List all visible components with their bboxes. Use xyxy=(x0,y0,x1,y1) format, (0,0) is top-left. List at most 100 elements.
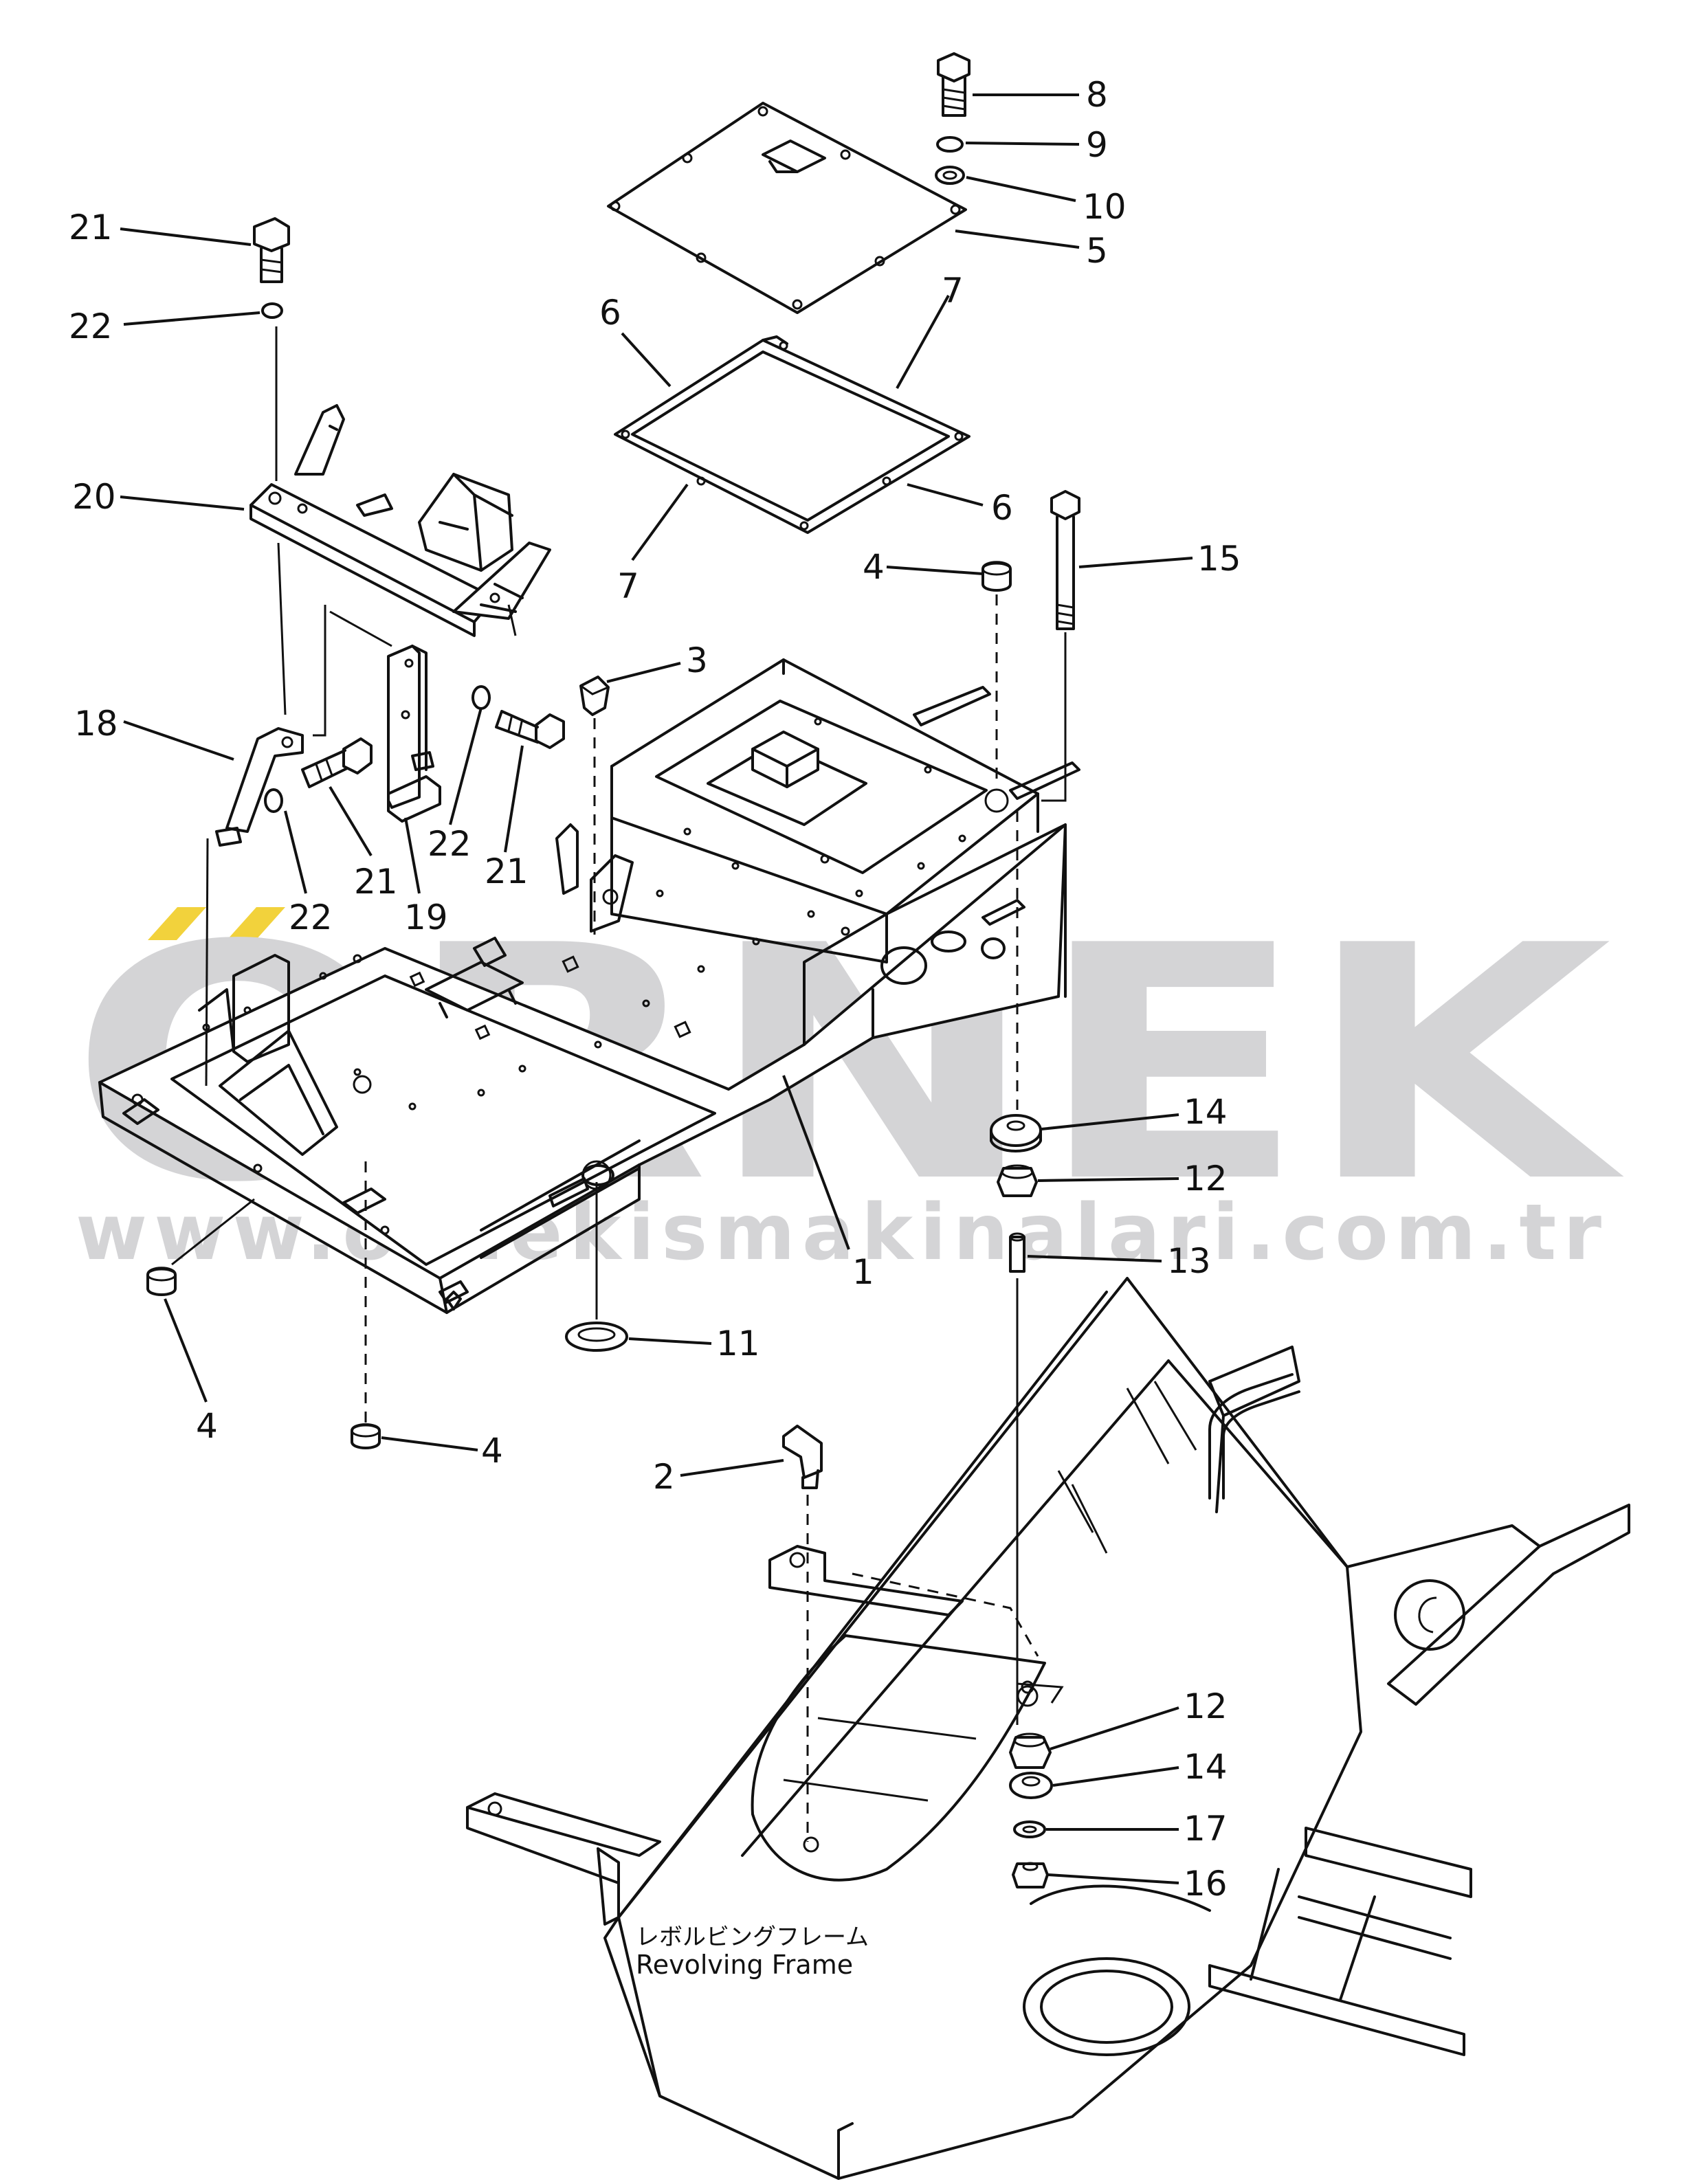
bracket-20-gusset xyxy=(452,542,551,620)
callout-2: 2 xyxy=(653,1457,675,1497)
frame-hanger-hole xyxy=(602,889,619,905)
gasket-holes xyxy=(621,341,964,531)
leader-lines xyxy=(120,93,1193,1884)
leader-9 xyxy=(965,142,1080,146)
washer-17 xyxy=(1013,1820,1046,1838)
callout-8: 8 xyxy=(1086,75,1108,115)
console-box-opening xyxy=(655,700,988,874)
nut-16 xyxy=(1012,1862,1049,1888)
leader-12a xyxy=(1037,1177,1179,1182)
bracket-20-stub xyxy=(356,493,393,517)
frame-front-lug xyxy=(445,1291,462,1311)
elbow-fitting-2 xyxy=(782,1425,823,1489)
callout-22-top: 22 xyxy=(69,307,113,346)
callout-21-top: 21 xyxy=(69,208,113,247)
frame-left-gusset-2 xyxy=(239,1064,324,1135)
bracket-18-hole-top xyxy=(281,736,293,748)
plug-4-top xyxy=(981,561,1012,592)
cover-plate-outline xyxy=(607,102,967,314)
frame-label-english: Revolving Frame xyxy=(636,1950,853,1980)
leader-15 xyxy=(1078,557,1193,568)
leader-12b xyxy=(1050,1706,1179,1750)
axis-bracket-18-down xyxy=(205,838,209,1087)
leader-13 xyxy=(1027,1255,1162,1262)
bolt-15-thread xyxy=(1056,603,1074,625)
frame-label-japanese: レボルビングフレーム xyxy=(636,1924,869,1951)
frame-channel-top xyxy=(1305,1827,1472,1898)
callout-20: 20 xyxy=(72,477,116,517)
frame-body-outline xyxy=(617,1277,1362,2180)
washer-22-a xyxy=(261,302,283,319)
frame-right-boss xyxy=(1387,1504,1630,1706)
callout-4-top: 4 xyxy=(863,547,885,587)
assembly-lines xyxy=(171,326,1067,1842)
leader-4a xyxy=(886,566,984,575)
leader-7a xyxy=(896,295,950,389)
mount-14-upper-hole xyxy=(1006,1120,1025,1131)
knob-3 xyxy=(579,676,610,716)
leader-14a xyxy=(1041,1113,1179,1130)
callout-16: 16 xyxy=(1184,1864,1228,1904)
frame-tall-post xyxy=(555,823,579,895)
mount-12-upper-top xyxy=(1001,1164,1034,1179)
leader-11 xyxy=(628,1337,712,1345)
console-rear-arm-2 xyxy=(1009,761,1080,800)
callout-13: 13 xyxy=(1167,1241,1211,1281)
frame-side-slot xyxy=(981,899,1025,926)
axis-bracket-20-to-18 xyxy=(277,542,287,715)
frame-left-rail xyxy=(617,1291,1108,1919)
bolt-15 xyxy=(1050,490,1080,630)
elbow-2-body xyxy=(782,1425,823,1479)
frame-foot-mid xyxy=(342,1188,386,1214)
frame-hidden-line xyxy=(852,1572,1039,1657)
bolt-21-right xyxy=(472,685,565,749)
frame-tower-slit-c xyxy=(1057,1470,1094,1533)
washer-10-hole xyxy=(942,170,957,180)
callout-15: 15 xyxy=(1197,539,1241,579)
frame-bracket-hole xyxy=(487,1801,502,1816)
callout-7-upper: 7 xyxy=(942,271,964,311)
grommet-11-inner xyxy=(577,1327,616,1342)
frame-front-bracket xyxy=(548,1177,589,1207)
plug-4-bottom xyxy=(351,1423,381,1449)
bolt-21-top-thread xyxy=(260,258,282,274)
leader-18 xyxy=(123,720,234,761)
callout-labels: 8 9 10 5 21 22 6 7 20 6 7 4 15 3 18 22 2… xyxy=(69,75,1241,1904)
console-box-cap-top xyxy=(751,748,819,788)
leader-14b xyxy=(1052,1766,1179,1787)
axis-bracket-19 xyxy=(313,605,326,737)
frame-bracket-plate xyxy=(597,1847,620,1926)
mount-12-lower-top xyxy=(1013,1732,1046,1748)
callout-12-upper: 12 xyxy=(1184,1159,1228,1199)
bracket-18-arm xyxy=(225,727,304,833)
leader-4b xyxy=(164,1298,208,1403)
console-rear-arm xyxy=(913,686,991,726)
bolt-15-shank xyxy=(1056,515,1075,630)
bracket-18-foot xyxy=(215,827,242,847)
callout-22-left: 22 xyxy=(289,898,333,937)
bracket-20-block xyxy=(418,473,513,572)
mount-14-upper-side xyxy=(990,1129,1042,1152)
leader-7b xyxy=(631,483,689,561)
grommet-11 xyxy=(565,1322,628,1352)
leader-6b xyxy=(907,483,984,506)
bracket-19-flange xyxy=(411,645,428,771)
revolving-frame: レボルビングフレーム Revolving Frame xyxy=(466,1277,1630,2180)
frame-left-gusset xyxy=(219,1029,338,1156)
console-box-cap xyxy=(751,731,819,788)
callout-4-bottom: 4 xyxy=(481,1431,503,1471)
gasket-outer xyxy=(614,339,970,534)
washer-10 xyxy=(935,166,965,185)
bolt-8-head xyxy=(937,52,970,82)
bracket-20-hole-a xyxy=(268,491,282,505)
washer-17-hole xyxy=(1022,1825,1037,1834)
leader-21b xyxy=(329,785,373,857)
frame-side-panel xyxy=(803,913,888,1046)
axis-bracket-19-top xyxy=(329,610,392,647)
top-cover-plate xyxy=(607,102,967,314)
frame-mid-bracket xyxy=(425,961,524,1018)
callout-21-right: 21 xyxy=(485,851,529,891)
washer-22-b xyxy=(264,788,283,813)
frame-handrail xyxy=(1208,1373,1294,1500)
